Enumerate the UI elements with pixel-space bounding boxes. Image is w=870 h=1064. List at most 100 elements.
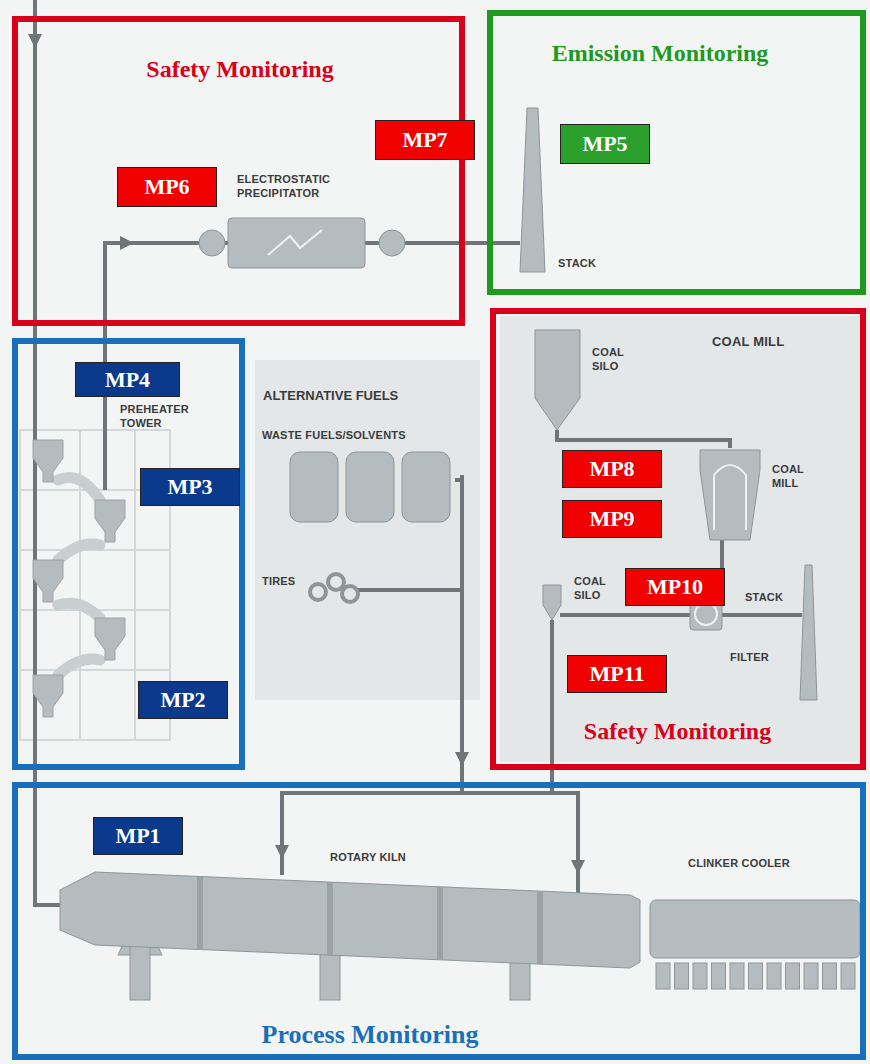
coal-feed-line (557, 430, 730, 448)
equipment-label: COAL MILL (712, 334, 822, 351)
grate-cell (804, 963, 818, 989)
equipment-label: TIRES (262, 574, 302, 588)
equipment-label: STACK (558, 256, 618, 270)
measuring-point-label: MP8 (589, 458, 634, 480)
kiln-support (510, 958, 530, 1000)
small-coal-silo (543, 585, 561, 620)
panel-heading: ALTERNATIVE FUELS (263, 388, 398, 403)
region-heading: Emission Monitoring (545, 40, 775, 68)
coal-mill (700, 450, 760, 540)
monitoring-region: MP8MP9MP10MP11Safety Monitoring (490, 308, 866, 770)
measuring-point: MP2 (138, 681, 228, 719)
measuring-point-label: MP3 (167, 476, 212, 498)
filter-symbol (695, 603, 717, 625)
mill-stack (800, 565, 817, 700)
grate-cell (841, 963, 855, 989)
cyclone (95, 500, 125, 542)
measuring-point-label: MP6 (144, 176, 189, 198)
fuel-panel (255, 360, 480, 700)
grate-cell (693, 963, 707, 989)
arrow-down (455, 752, 469, 766)
grate-cell (767, 963, 781, 989)
preheater-monitoring-box (15, 341, 242, 767)
equipment-label: COAL SILO (592, 345, 640, 374)
grate-cell (730, 963, 744, 989)
kiln-ring (537, 891, 543, 964)
grate-cell (823, 963, 837, 989)
arrow-down (28, 34, 42, 48)
tank (290, 452, 338, 522)
duct (58, 659, 100, 675)
measuring-point: MP7 (375, 120, 475, 160)
equipment-label: CLINKER COOLER (688, 856, 838, 870)
cyclone (33, 675, 63, 717)
tower-column (134, 430, 136, 740)
equipment-label: COAL SILO (574, 574, 622, 603)
grate-cell (712, 963, 726, 989)
tire (328, 574, 344, 590)
measuring-point-label: MP2 (160, 689, 205, 711)
electrostatic-precipitator (228, 218, 365, 268)
arrow-right (120, 236, 134, 250)
measuring-point-label: MP4 (105, 369, 150, 391)
kiln-ring (197, 877, 203, 950)
monitoring-region: MP5 Emission Monitoring (487, 10, 866, 295)
monitoring-region: MP1Process Monitoring (12, 782, 866, 1060)
monitoring-region: MP6 MP7 Safety Monitoring (12, 16, 465, 326)
equipment-label: FILTER (730, 650, 790, 664)
grate-cell (656, 963, 670, 989)
equipment-label: ROTARY KILN (330, 850, 450, 864)
kiln-rings (200, 877, 540, 964)
measuring-point-label: MP10 (647, 576, 703, 598)
duct (58, 478, 100, 501)
region-heading: Process Monitoring (150, 1020, 590, 1050)
measuring-point: MP6 (117, 167, 217, 207)
measuring-point: MP5 (560, 124, 650, 164)
burner-line (282, 793, 578, 895)
equipment-label: ELECTROSTATIC PRECIPITATOR (237, 172, 367, 201)
measuring-point: MP10 (625, 568, 725, 606)
flow-arrows (28, 34, 585, 874)
tires-symbol (310, 574, 358, 602)
grate-cell (749, 963, 763, 989)
cyclone (95, 618, 125, 660)
kiln-ring (327, 882, 333, 956)
cyclones (33, 440, 125, 717)
measuring-point: MP4 (75, 362, 180, 397)
kiln-ring (437, 887, 443, 960)
cyclone (33, 560, 63, 602)
measuring-point: MP1 (93, 817, 183, 855)
tower-floor (20, 669, 170, 671)
cooler-grate (656, 963, 855, 989)
duct (58, 603, 100, 618)
tank (346, 452, 394, 522)
kiln-support (130, 940, 150, 1000)
tire (342, 586, 358, 602)
measuring-point-label: MP7 (402, 129, 447, 151)
tank (402, 452, 450, 522)
rotary-kiln (60, 872, 640, 1000)
equipment-label: COAL MILL (772, 462, 822, 491)
duct (58, 544, 100, 560)
tire-line (358, 588, 462, 592)
region-heading: Safety Monitoring (60, 56, 420, 84)
cyclone (33, 440, 63, 482)
grate-cell (786, 963, 800, 989)
tank-line (455, 478, 462, 482)
coal-silo (535, 330, 580, 430)
equipment-label: WASTE FUELS/SOLVENTS (262, 428, 462, 442)
fuel-panel: ALTERNATIVE FUELS (255, 360, 480, 700)
fan (199, 230, 225, 256)
grate-cell (675, 963, 689, 989)
clinker-cooler (650, 900, 860, 958)
equipment-label: STACK (745, 590, 805, 604)
equipment-label: PREHEATER TOWER (120, 402, 205, 431)
esp-symbol (268, 230, 322, 255)
measuring-point: MP11 (567, 655, 667, 693)
measuring-point: MP3 (140, 468, 240, 506)
tire (310, 584, 326, 600)
filter-line (560, 613, 802, 617)
main-stack (520, 108, 545, 272)
